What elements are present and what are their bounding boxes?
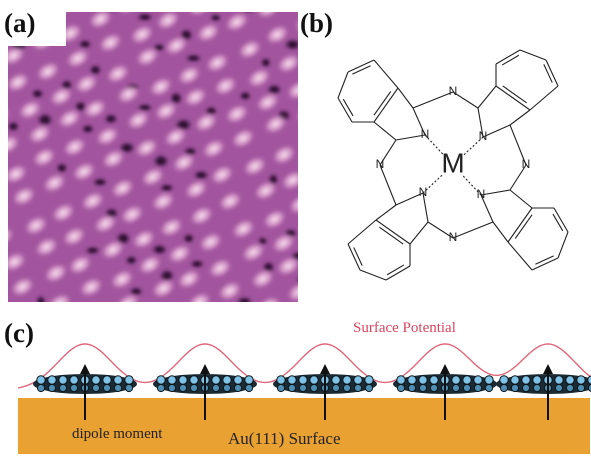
svg-text:N: N [421, 127, 430, 141]
svg-text:N: N [376, 157, 385, 171]
svg-text:N: N [419, 185, 428, 199]
svg-text:N: N [449, 84, 458, 98]
svg-text:N: N [449, 230, 458, 244]
stm-image-graphic [8, 12, 298, 302]
stm-image [8, 12, 298, 302]
adsorbed-molecule [496, 374, 591, 394]
surface-potential-label: Surface Potential [353, 320, 456, 336]
svg-text:N: N [477, 187, 486, 201]
svg-text:N: N [522, 157, 531, 171]
svg-text:N: N [479, 129, 488, 143]
schematic-graphic: Surface Potential dipole moment Au(111) … [0, 318, 591, 454]
side-view-schematic: Surface Potential dipole moment Au(111) … [0, 318, 591, 454]
dipole-moment-label: dipole moment [72, 426, 163, 442]
svg-text:M: M [441, 147, 464, 178]
surface-label: Au(111) Surface [228, 429, 341, 448]
panel-a-label-front: (a) [4, 8, 35, 39]
